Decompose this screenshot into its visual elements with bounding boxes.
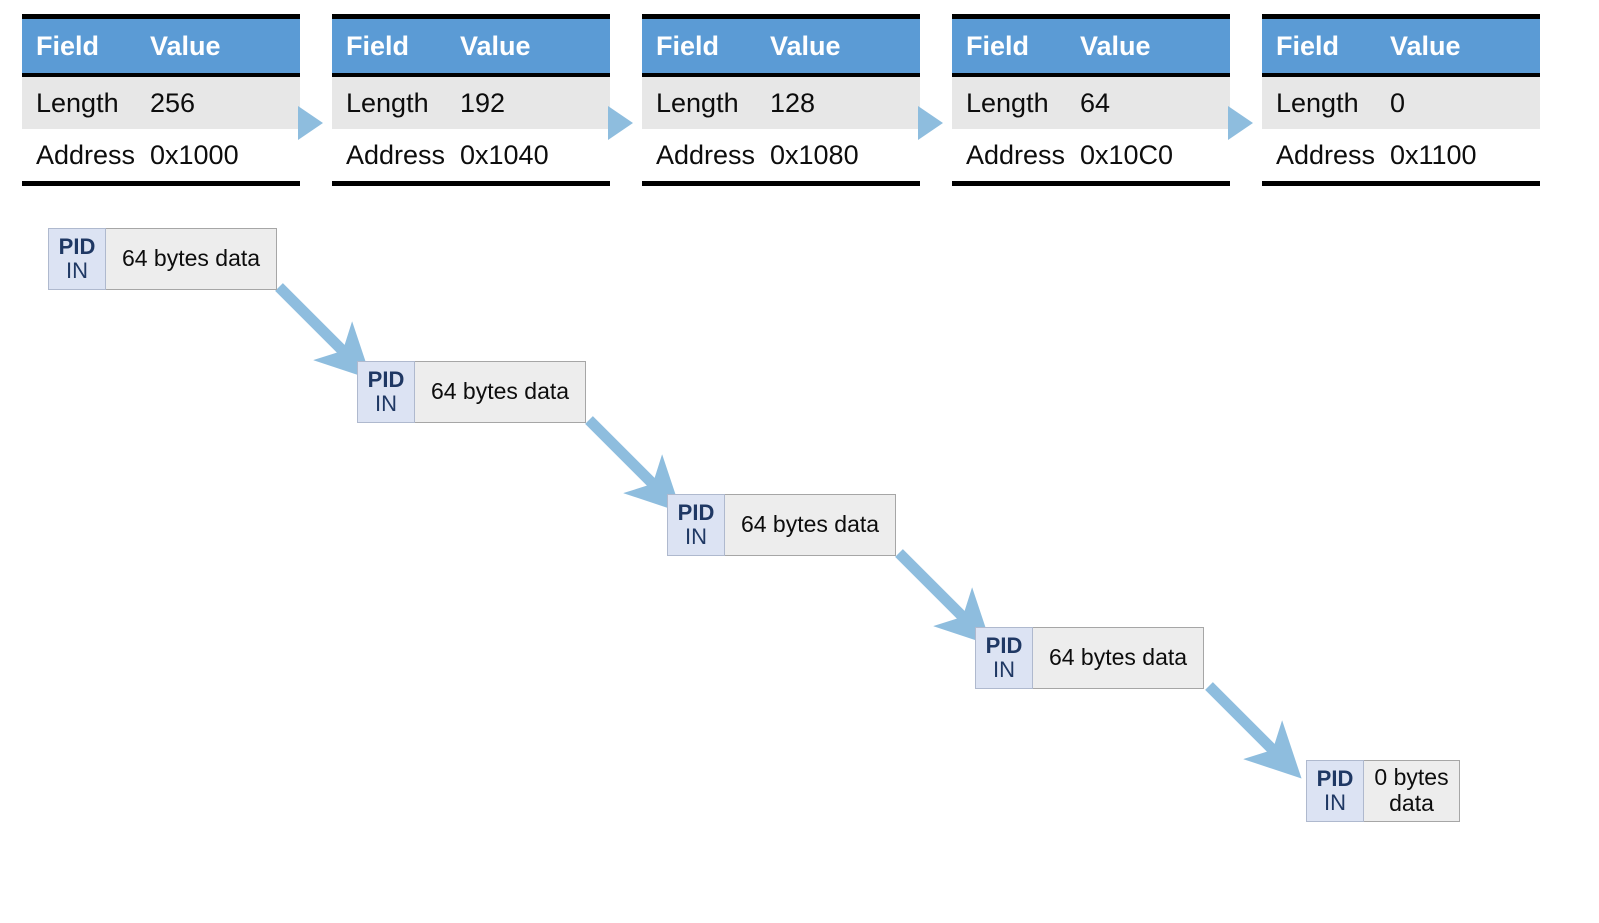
row-label-address: Address xyxy=(36,139,136,170)
row-label-address: Address xyxy=(346,139,446,170)
packet-data-cell: 64 bytes data xyxy=(725,494,896,556)
descriptor-table-row: Field Value Length 256 Address 0x1000 Fi… xyxy=(0,0,1599,200)
packet-box-4[interactable]: PID IN 64 bytes data xyxy=(975,627,1204,689)
pid-direction-label: IN xyxy=(685,524,707,549)
packet-box-1[interactable]: PID IN 64 bytes data xyxy=(48,228,277,290)
column-header-field: Field xyxy=(966,30,1030,61)
packet-box-5[interactable]: PID IN 0 bytes data xyxy=(1306,760,1460,822)
table-row: Address 0x10C0 xyxy=(952,129,1230,181)
table-row: Address 0x1000 xyxy=(22,129,300,181)
pid-direction-label: IN xyxy=(375,391,397,416)
row-value-length: 128 xyxy=(770,87,816,118)
row-label-length: Length xyxy=(346,87,429,118)
connector-arrow-icon-4 xyxy=(1228,106,1253,140)
pid-cell: PID IN xyxy=(975,627,1033,689)
row-value-length: 192 xyxy=(460,87,506,118)
descriptor-table-4: Field Value Length 64 Address 0x10C0 xyxy=(952,14,1230,186)
row-label-address: Address xyxy=(1276,139,1376,170)
column-header-value: Value xyxy=(460,30,531,61)
pid-label: PID xyxy=(1316,766,1354,792)
row-value-address: 0x1000 xyxy=(150,139,239,170)
table-row: Length 0 xyxy=(1262,77,1540,129)
pid-label: PID xyxy=(985,633,1023,659)
table-header-row: Field Value xyxy=(642,19,920,77)
pid-cell: PID IN xyxy=(1306,760,1364,822)
descriptor-table-3: Field Value Length 128 Address 0x1080 xyxy=(642,14,920,186)
column-header-field: Field xyxy=(36,30,100,61)
packet-data-cell: 0 bytes data xyxy=(1364,760,1460,822)
packet-data-cell: 64 bytes data xyxy=(1033,627,1204,689)
packet-data-cell: 64 bytes data xyxy=(106,228,277,290)
pid-cell: PID IN xyxy=(357,361,415,423)
row-value-length: 64 xyxy=(1080,87,1111,118)
pid-label: PID xyxy=(58,234,96,260)
row-label-address: Address xyxy=(966,139,1066,170)
column-header-field: Field xyxy=(346,30,410,61)
pid-direction-label: IN xyxy=(1324,790,1346,815)
row-label-length: Length xyxy=(966,87,1049,118)
row-value-address: 0x1100 xyxy=(1390,139,1477,170)
table-header-row: Field Value xyxy=(952,19,1230,77)
connector-arrow-icon-2 xyxy=(608,106,633,140)
packet-box-3[interactable]: PID IN 64 bytes data xyxy=(667,494,896,556)
pid-cell: PID IN xyxy=(48,228,106,290)
flow-arrow-icon-2 xyxy=(585,416,682,513)
packet-box-2[interactable]: PID IN 64 bytes data xyxy=(357,361,586,423)
table-row: Address 0x1100 xyxy=(1262,129,1540,181)
table-row: Address 0x1040 xyxy=(332,129,610,181)
descriptor-table-5: Field Value Length 0 Address 0x1100 xyxy=(1262,14,1540,186)
row-value-address: 0x10C0 xyxy=(1080,139,1174,170)
column-header-field: Field xyxy=(656,30,720,61)
table-row: Length 256 xyxy=(22,77,300,129)
flow-arrow-icon-4 xyxy=(1205,682,1302,779)
table-row: Length 192 xyxy=(332,77,610,129)
column-header-value: Value xyxy=(770,30,841,61)
pid-cell: PID IN xyxy=(667,494,725,556)
row-label-length: Length xyxy=(36,87,119,118)
row-value-length: 256 xyxy=(150,87,196,118)
row-label-length: Length xyxy=(656,87,739,118)
pid-label: PID xyxy=(367,367,405,393)
pid-label: PID xyxy=(677,500,715,526)
table-header-row: Field Value xyxy=(1262,19,1540,77)
column-header-field: Field xyxy=(1276,30,1340,61)
table-row: Address 0x1080 xyxy=(642,129,920,181)
descriptor-table-1: Field Value Length 256 Address 0x1000 xyxy=(22,14,300,186)
row-label-length: Length xyxy=(1276,87,1359,118)
connector-arrow-icon-3 xyxy=(918,106,943,140)
column-header-value: Value xyxy=(150,30,221,61)
table-row: Length 128 xyxy=(642,77,920,129)
column-header-value: Value xyxy=(1080,30,1151,61)
flow-arrow-icon-3 xyxy=(895,549,992,646)
pid-direction-label: IN xyxy=(993,657,1015,682)
row-value-address: 0x1040 xyxy=(460,139,549,170)
column-header-value: Value xyxy=(1390,30,1461,61)
row-label-address: Address xyxy=(656,139,756,170)
flow-arrow-icon-1 xyxy=(275,283,372,380)
descriptor-table-2: Field Value Length 192 Address 0x1040 xyxy=(332,14,610,186)
pid-direction-label: IN xyxy=(66,258,88,283)
row-value-length: 0 xyxy=(1390,87,1406,118)
connector-arrow-icon-1 xyxy=(298,106,323,140)
row-value-address: 0x1080 xyxy=(770,139,859,170)
table-header-row: Field Value xyxy=(332,19,610,77)
table-row: Length 64 xyxy=(952,77,1230,129)
packet-data-cell: 64 bytes data xyxy=(415,361,586,423)
table-header-row: Field Value xyxy=(22,19,300,77)
